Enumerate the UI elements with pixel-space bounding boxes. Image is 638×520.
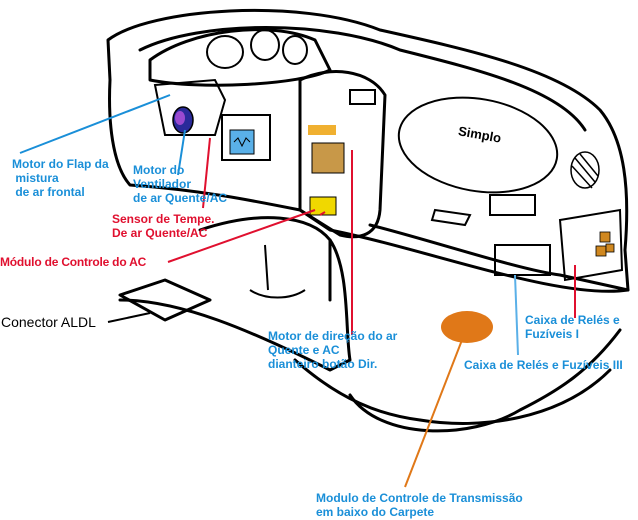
flap-motor-label: Motor do Flap da mistura de ar frontal — [12, 157, 109, 199]
relay-box-3-outline — [494, 244, 551, 276]
dashboard-rim — [138, 26, 587, 132]
relay-box-1-label: Caixa de Relés e Fuzíveis I — [525, 313, 620, 341]
transmission-module-icon — [441, 311, 493, 343]
direction-motor-top — [308, 125, 336, 135]
leader-flap — [19, 94, 171, 154]
temp-sensor-label: Sensor de Tempe. De ar Quente/AC — [112, 212, 215, 240]
leader-temp — [202, 137, 211, 209]
ac-control-unit — [221, 114, 271, 161]
fan-motor-housing — [153, 78, 227, 136]
leader-transmission — [404, 339, 463, 488]
direction-motor-icon — [311, 142, 345, 174]
gauge-hood — [148, 28, 332, 87]
transmission-module-label: Modulo de Controle de Transmissão em bai… — [316, 491, 523, 519]
fan-motor-label: Motor do Ventilador de ar Quente/AC — [133, 163, 228, 205]
gauge-left — [206, 35, 244, 69]
leader-fan — [177, 129, 186, 176]
carpet-curve-2 — [348, 328, 622, 433]
aldl-connector-label: Conector ALDL — [1, 314, 96, 330]
ac-module-label: Módulo de Controle do AC — [0, 255, 147, 269]
fuse-panel-small — [489, 194, 536, 216]
dashboard-outline — [106, 8, 630, 293]
temp-sensor-icon — [229, 129, 255, 155]
ac-module-icon — [309, 196, 337, 216]
vent-outlet — [430, 208, 472, 227]
relay-box-1-blocks — [595, 231, 615, 257]
leader-ac-1 — [167, 209, 316, 263]
leader-aldl — [107, 312, 151, 323]
relay-box-1-outline — [558, 208, 624, 282]
gauge-right — [282, 35, 308, 65]
direction-motor-label: Motor de direção do ar Quente e AC diant… — [268, 329, 398, 371]
speaker-grille — [570, 151, 600, 189]
leader-ac-2 — [319, 211, 326, 216]
glove-box — [397, 96, 559, 194]
center-console — [298, 70, 387, 239]
relay-box-3-label: Caixa de Relés e Fuzíveis III — [464, 358, 623, 372]
carpet-curve-1 — [293, 358, 422, 422]
radio-slot — [349, 89, 376, 105]
fan-motor-lens — [172, 106, 194, 134]
floor-tunnel — [118, 216, 352, 372]
gauge-mid — [250, 29, 280, 61]
aldl-panel — [118, 278, 212, 322]
lower-dash — [368, 223, 630, 292]
gear-shifter — [249, 244, 306, 299]
leader-relay3 — [514, 274, 519, 356]
glove-edge — [418, 368, 612, 425]
